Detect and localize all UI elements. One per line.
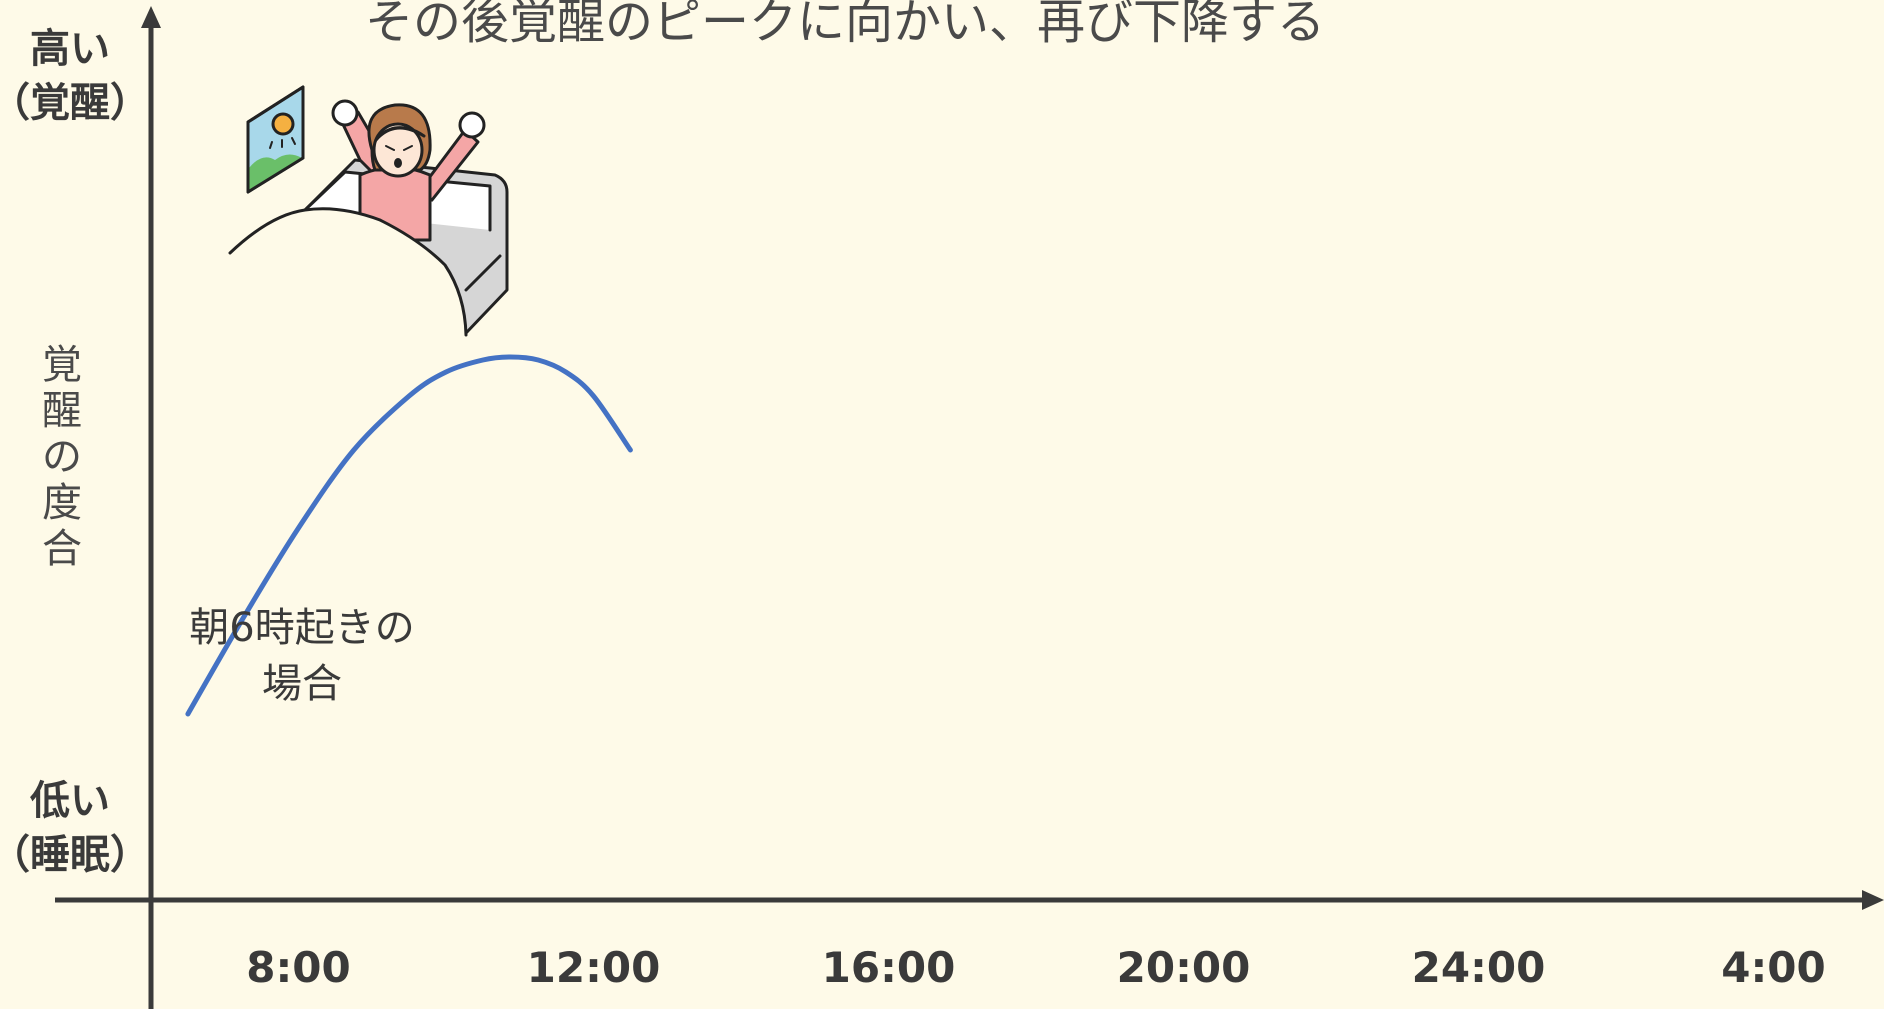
y-axis-arrowhead: [141, 6, 161, 28]
annotation-line-2: 場合: [262, 661, 342, 707]
y-axis-title-char: の: [42, 434, 82, 480]
waking-person-illustration: [228, 85, 509, 337]
y-low-label: 低い: [30, 778, 110, 824]
awakeness-curve: [185, 354, 633, 717]
y-axis-title-char: 覚: [42, 342, 82, 388]
x-tick-label: 4:00: [1721, 943, 1825, 992]
x-tick-label: 8:00: [246, 943, 350, 992]
x-tick-label: 24:00: [1412, 943, 1546, 992]
x-tick-label: 12:00: [527, 943, 661, 992]
x-tick-label: 20:00: [1117, 943, 1251, 992]
y-high-label: 高い: [30, 26, 110, 72]
x-tick-label: 16:00: [822, 943, 956, 992]
y-axis-title-char: 度: [42, 480, 82, 526]
y-axis-title-char: 合: [42, 526, 82, 572]
y-high-sublabel: （覚醒）: [0, 80, 150, 126]
x-axis-arrowhead: [1862, 890, 1884, 910]
y-axis-title-char: 醒: [42, 388, 82, 434]
chart-title: その後覚醒のピークに向かい、再び下降する: [365, 0, 1325, 50]
annotation-line-1: 朝6時起きの: [189, 605, 414, 651]
y-low-sublabel: （睡眠）: [0, 832, 150, 878]
x-tick-labels: 8:00 12:00 16:00 20:00 24:00 4:00: [246, 943, 1825, 992]
